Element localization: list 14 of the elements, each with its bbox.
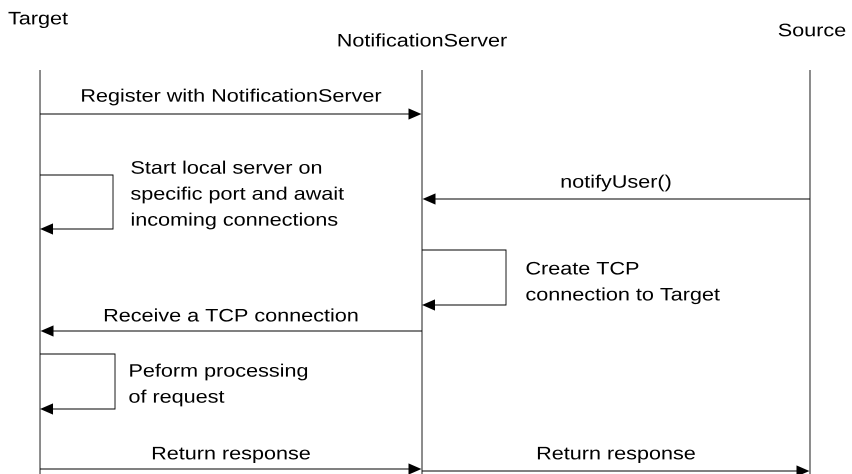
participant-label: Source xyxy=(778,24,846,36)
edge-label: Return response xyxy=(538,446,695,464)
edge-label: Return response xyxy=(152,446,310,464)
edge-label: Create TCP connection to Target xyxy=(526,262,720,304)
edge-label: Register with NotificationServer xyxy=(82,88,382,106)
edge-label: Peform processing of request xyxy=(129,364,308,406)
self-message-arrow xyxy=(40,174,114,235)
self-message-arrow xyxy=(40,354,116,415)
edge-label: Start local server on specific port and await incoming connections xyxy=(131,160,344,230)
participant-label: Target xyxy=(8,12,68,28)
edge-label: notifyUser() xyxy=(562,174,670,192)
participant-label: NotificationServer xyxy=(338,33,507,47)
self-message-arrow xyxy=(422,250,506,311)
edge-label: Receive a TCP connection xyxy=(104,308,358,322)
